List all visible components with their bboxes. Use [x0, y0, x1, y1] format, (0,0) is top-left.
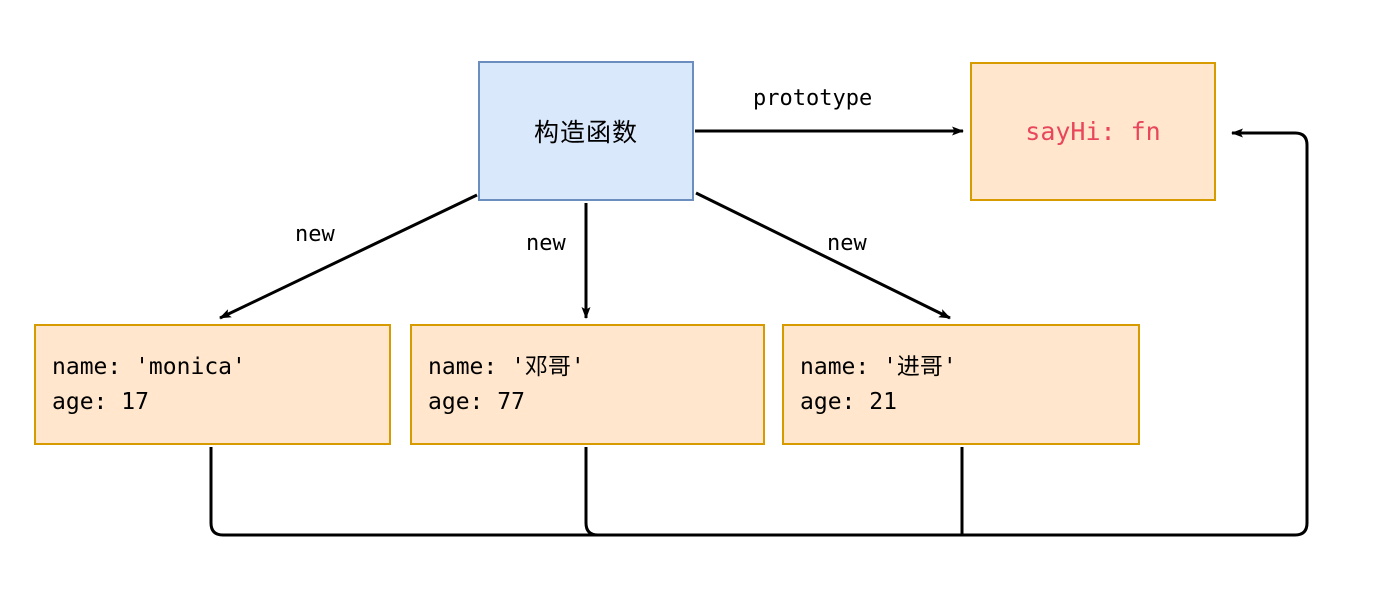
- instance-node-2[interactable]: name: '进哥' age: 21: [782, 324, 1140, 445]
- instance-name-0: name: 'monica': [52, 354, 246, 380]
- edge-label-new-2: new: [827, 231, 867, 256]
- prototype-node[interactable]: sayHi: fn: [970, 62, 1216, 201]
- instance-name-1: name: '邓哥': [428, 354, 585, 380]
- edge-label-new-1: new: [526, 231, 566, 256]
- constructor-label: 构造函数: [533, 118, 638, 147]
- edge-new-0: [219, 193, 478, 320]
- instance-age-2: age: 21: [800, 388, 897, 415]
- prototype-label: sayHi: fn: [1025, 117, 1161, 146]
- constructor-node[interactable]: 构造函数: [478, 61, 694, 201]
- instance-name-2: name: '进哥': [800, 354, 957, 380]
- instance-age-1: age: 77: [428, 388, 525, 415]
- edge-proto-back-1: [584, 447, 1290, 537]
- edge-label-prototype: prototype: [753, 86, 873, 111]
- instance-node-1[interactable]: name: '邓哥' age: 77: [410, 324, 765, 445]
- edge-new-2: [695, 191, 951, 320]
- edge-label-new-0: new: [295, 222, 335, 247]
- instance-age-0: age: 17: [52, 388, 149, 415]
- instance-node-0[interactable]: name: 'monica' age: 17: [34, 324, 391, 445]
